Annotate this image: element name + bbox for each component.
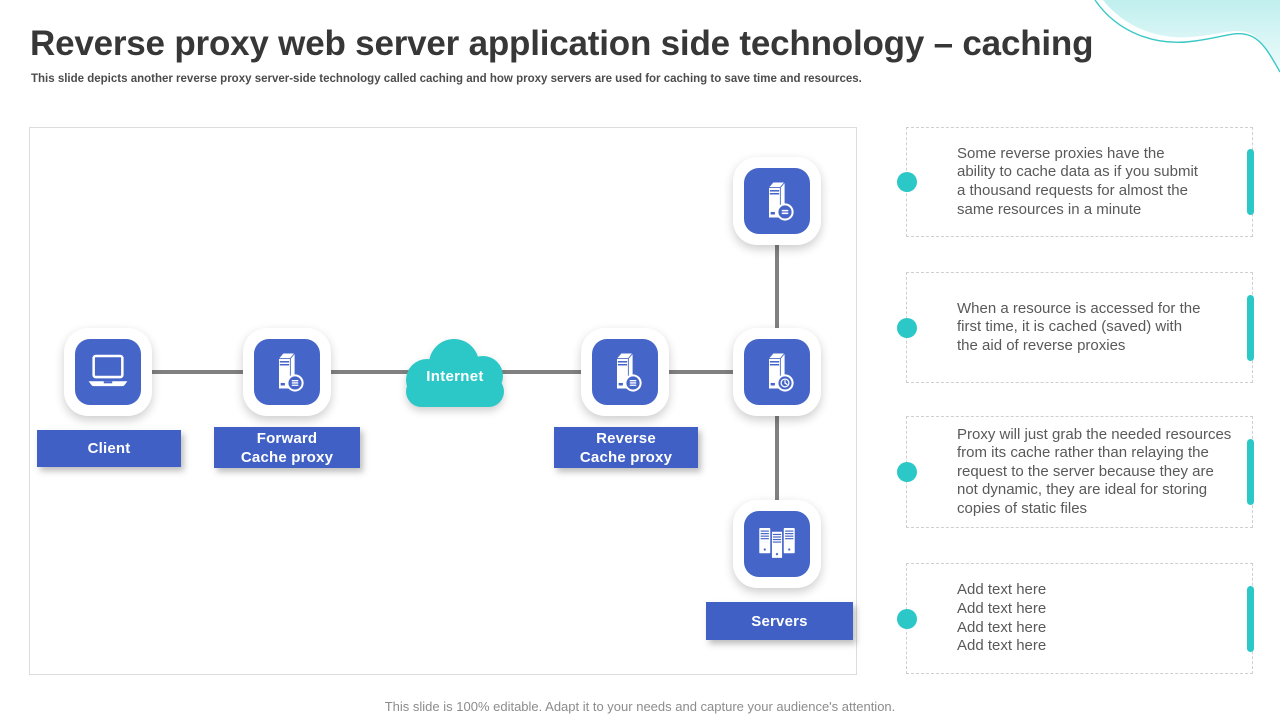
callout-line: first time, it is cached (saved) with <box>957 318 1183 336</box>
client-node-tile <box>75 339 141 405</box>
internet-label: Internet <box>426 368 484 385</box>
forward-proxy-label-line1: Forward <box>256 429 318 447</box>
origin-server-mid-node <box>733 328 821 416</box>
proxy-server-icon <box>615 351 642 392</box>
client-label-text: Client <box>87 440 131 457</box>
reverse-proxy-label-line2: Cache proxy <box>579 448 673 466</box>
server-rack-icon <box>759 527 795 559</box>
internet-cloud: Internet <box>397 332 513 414</box>
servers-label: Servers <box>706 602 853 640</box>
callout-line: request to the server because they are <box>957 462 1214 480</box>
callout-box-1: Some reverse proxies have the ability to… <box>897 127 1254 237</box>
forward-proxy-node-tile <box>254 339 320 405</box>
callout-line: from its cache rather than relaying the <box>957 444 1209 462</box>
origin-server-top-tile <box>744 168 810 234</box>
servers-rack-tile <box>744 511 810 577</box>
bullet-dot <box>897 608 917 629</box>
page-subtitle: This slide depicts another reverse proxy… <box>31 73 862 85</box>
forward-proxy-node <box>243 328 331 416</box>
forward-proxy-label: Forward Cache proxy <box>214 427 360 468</box>
laptop-icon <box>88 354 128 387</box>
callout-box-4: Add text here Add text here Add text her… <box>897 563 1254 674</box>
forward-proxy-label-line2: Cache proxy <box>240 448 334 466</box>
server-cached-icon <box>767 351 794 392</box>
origin-server-top-node <box>733 157 821 245</box>
client-node <box>64 328 152 416</box>
callout-line: When a resource is accessed for the <box>957 299 1201 317</box>
callout-line: Add text here <box>957 581 1047 599</box>
callout-box-2: When a resource is accessed for the firs… <box>897 272 1254 383</box>
callout-line: Add text here <box>957 637 1047 655</box>
client-label: Client <box>37 430 181 467</box>
callout-line: Add text here <box>957 599 1047 617</box>
reverse-proxy-node-tile <box>592 339 658 405</box>
callout-line: Proxy will just grab the needed resource… <box>957 425 1232 443</box>
reverse-proxy-label: Reverse Cache proxy <box>554 427 698 468</box>
accent-bar <box>1247 585 1254 652</box>
bullet-dot <box>897 317 917 338</box>
servers-label-text: Servers <box>751 612 808 630</box>
callout-line: Some reverse proxies have the <box>957 144 1165 162</box>
origin-server-mid-tile <box>744 339 810 405</box>
server-icon <box>767 180 794 221</box>
servers-rack-node <box>733 500 821 588</box>
corner-wave-decoration <box>1094 0 1280 73</box>
callout-line: same resources in a minute <box>957 200 1142 218</box>
callout-line: copies of static files <box>957 499 1088 517</box>
footer-note: This slide is 100% editable. Adapt it to… <box>384 699 896 714</box>
callout-line: not dynamic, they are ideal for storing <box>957 481 1208 499</box>
accent-bar <box>1247 149 1254 215</box>
cloud-icon <box>406 339 504 407</box>
callout-text: Proxy will just grab the needed resource… <box>907 426 1231 519</box>
reverse-proxy-node <box>581 328 669 416</box>
accent-bar <box>1247 439 1254 505</box>
page-title: Reverse proxy web server application sid… <box>30 24 1094 63</box>
callout-line: the aid of reverse proxies <box>957 336 1126 354</box>
callout-text: Add text here Add text here Add text her… <box>907 581 1046 655</box>
reverse-proxy-label-line1: Reverse <box>596 429 656 447</box>
callout-line: a thousand requests for almost the <box>957 182 1188 199</box>
callout-line: Add text here <box>957 618 1047 636</box>
bullet-dot <box>897 462 917 482</box>
bullet-dot <box>897 172 917 192</box>
callout-text: Some reverse proxies have the ability to… <box>907 145 1198 219</box>
accent-bar <box>1247 294 1254 361</box>
proxy-server-icon <box>277 351 304 392</box>
callout-box-3: Proxy will just grab the needed resource… <box>897 416 1254 528</box>
callout-text: When a resource is accessed for the firs… <box>907 300 1200 356</box>
network-diagram: Internet <box>29 127 857 675</box>
callout-line: ability to cache data as if you submit <box>957 163 1198 181</box>
